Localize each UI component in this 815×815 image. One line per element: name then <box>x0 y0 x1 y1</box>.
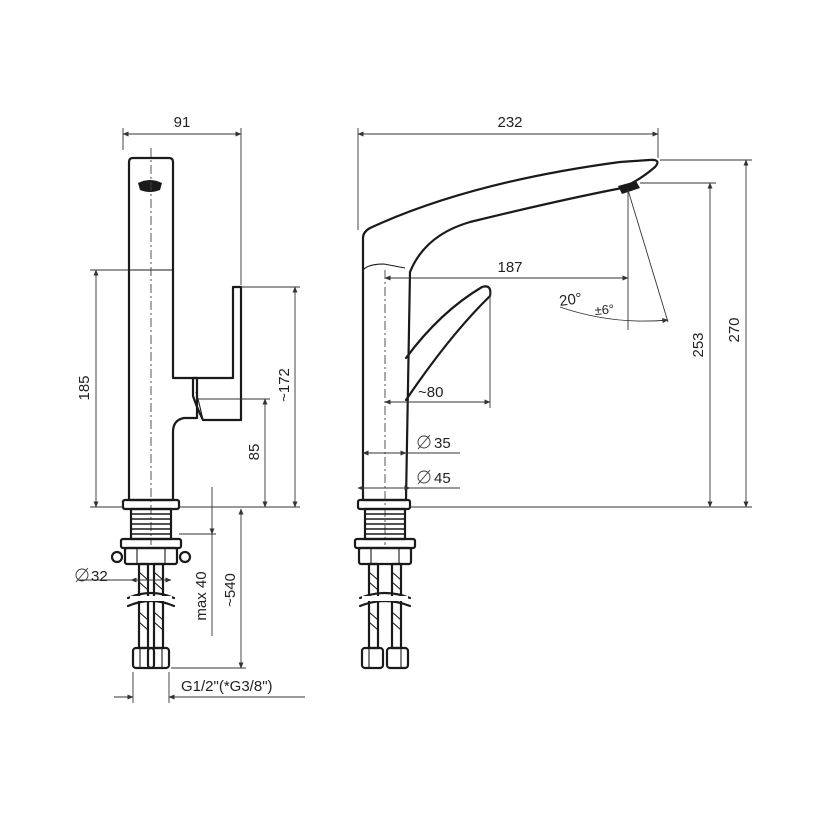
dim-thread: G1/2"(*G3/8") <box>181 678 273 695</box>
front-mounting-nut <box>353 537 417 566</box>
front-handle <box>404 285 492 402</box>
front-view <box>353 158 659 670</box>
side-hose-fittings <box>131 646 171 670</box>
dim-reach-187: 187 <box>497 259 522 276</box>
dim-height-270: 270 <box>726 317 743 342</box>
side-mounting-nut <box>110 537 192 566</box>
diameter-icon <box>417 434 431 450</box>
side-view <box>110 148 243 670</box>
front-hoses <box>358 562 412 650</box>
dim-dia-45: 45 <box>434 470 451 487</box>
diameter-icon <box>417 469 431 485</box>
dim-height-185: 185 <box>76 375 93 400</box>
front-dimensions: 232 187 20° ±6° ~80 35 45 253 <box>357 114 752 508</box>
dim-height-85: 85 <box>246 444 263 461</box>
side-threaded-shank <box>129 507 173 541</box>
front-threaded-shank <box>363 507 407 541</box>
front-base-flange <box>356 498 412 511</box>
dim-angle-tol: ±6° <box>594 301 615 318</box>
dim-width-side: 91 <box>174 114 191 131</box>
dim-max-40: max 40 <box>193 571 210 620</box>
dim-hose-540: ~540 <box>222 573 239 607</box>
dim-lever-80: ~80 <box>418 384 443 401</box>
dim-angle: 20° <box>558 290 583 310</box>
side-hoses <box>126 562 176 650</box>
side-body-outline <box>127 156 199 502</box>
front-aerator <box>618 181 640 194</box>
side-handle <box>191 285 243 422</box>
dim-height-253: 253 <box>690 332 707 357</box>
dim-width-front: 232 <box>497 114 522 131</box>
side-aerator <box>138 180 162 192</box>
front-spout-joint <box>362 263 406 271</box>
side-dimensions: 91 185 ~172 85 max 40 ~540 32 <box>75 114 305 703</box>
front-body-spout-outline <box>361 158 659 502</box>
dim-height-172: ~172 <box>276 368 293 402</box>
dim-dia-35: 35 <box>434 435 451 452</box>
diameter-icon <box>75 567 89 583</box>
dim-dia-32: 32 <box>91 568 108 585</box>
front-hose-fittings <box>360 646 410 670</box>
